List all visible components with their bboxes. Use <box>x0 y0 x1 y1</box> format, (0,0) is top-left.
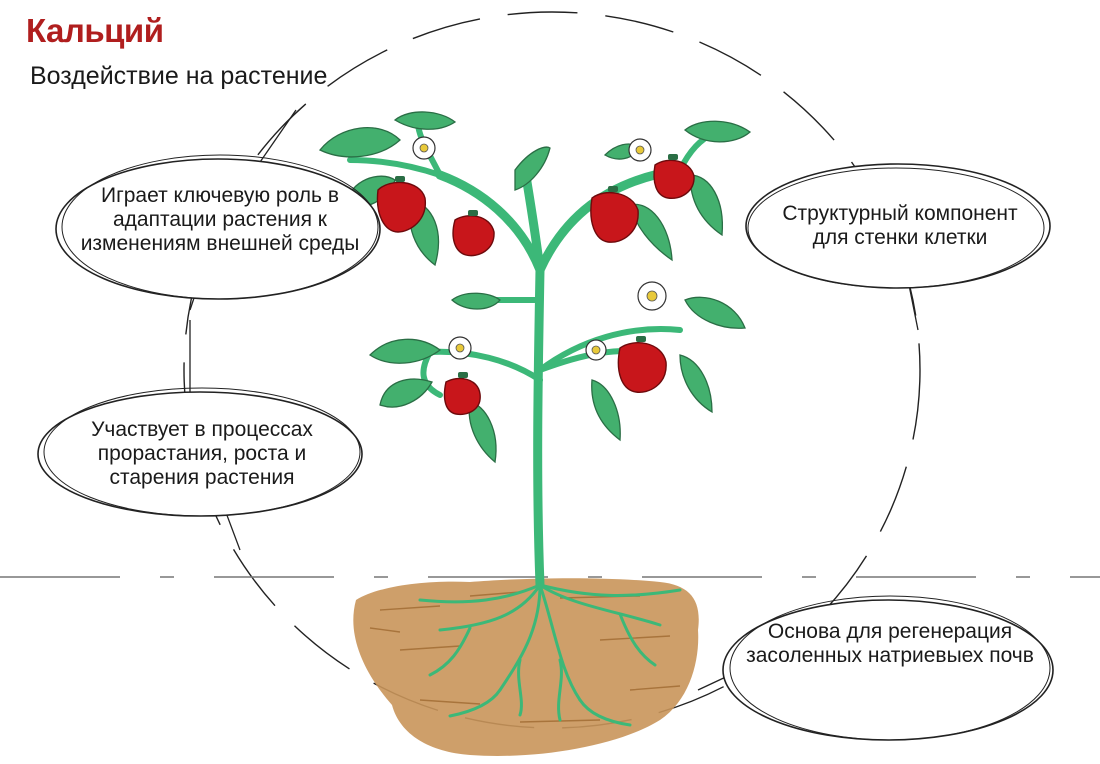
flowers <box>412 136 667 361</box>
leaves <box>318 111 752 464</box>
soil <box>353 578 699 756</box>
dashed-orbit <box>183 11 921 729</box>
page-title: Кальций <box>26 12 164 49</box>
callout-ellipses <box>37 154 1054 741</box>
page-subtitle: Воздействие на растение <box>30 62 328 90</box>
pepper-stems <box>395 154 678 378</box>
callout-text-adaptation: Играет ключевую роль в адаптации растени… <box>80 184 360 255</box>
roots <box>418 583 682 727</box>
branches <box>347 122 718 398</box>
callout-text-growth: Участвует в процессах прорастания, роста… <box>91 418 313 489</box>
callout-text-cell-wall: Структурный компонент для стенки клетки <box>782 202 1018 249</box>
peppers <box>376 159 695 416</box>
callout-text-soil: Основа для регенерация засоленных натрие… <box>746 620 1034 667</box>
